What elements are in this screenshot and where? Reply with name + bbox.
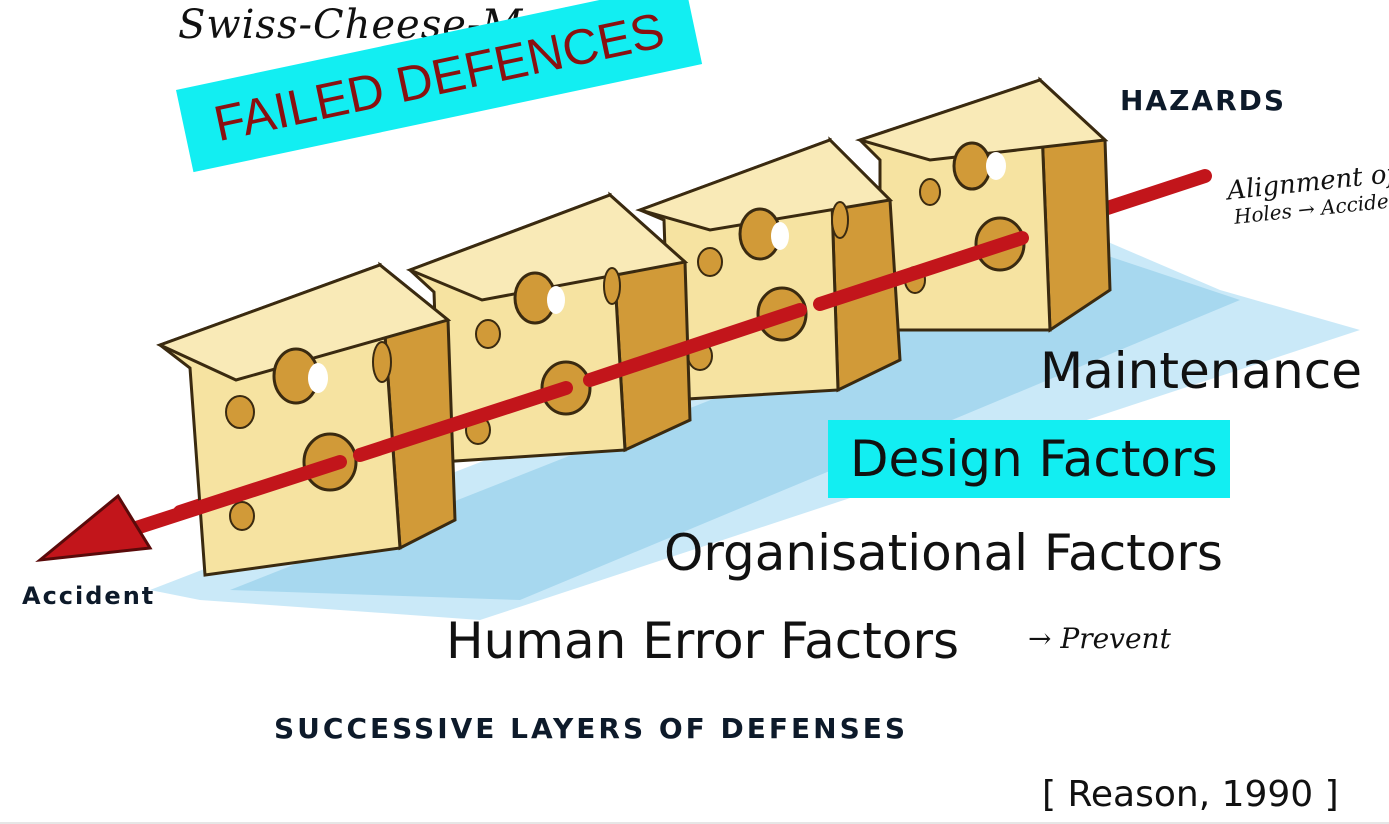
accident-arrowhead bbox=[35, 493, 153, 563]
factor-design: Design Factors bbox=[828, 420, 1230, 498]
cheese-slice-4 bbox=[854, 76, 1112, 333]
cheese-slice-2 bbox=[405, 191, 692, 464]
factor-organisational: Organisational Factors bbox=[664, 524, 1223, 582]
factor-maintenance: Maintenance bbox=[1040, 342, 1362, 400]
accident-label: Accident bbox=[22, 582, 156, 610]
hazard-trajectory-front-4 bbox=[123, 455, 347, 537]
bottom-divider bbox=[0, 822, 1389, 824]
hazards-label: HAZARDS bbox=[1120, 84, 1287, 117]
factor-human-error: Human Error Factors bbox=[446, 612, 960, 670]
hazard-trajectory-front-2 bbox=[583, 303, 807, 387]
successive-layers-caption: SUCCESSIVE LAYERS OF DEFENSES bbox=[274, 712, 909, 745]
cheese-slice-3 bbox=[635, 136, 902, 402]
cheese-slice-1 bbox=[156, 261, 457, 577]
ground-shadow-inner bbox=[230, 250, 1240, 600]
hazard-trajectory-front-1 bbox=[813, 231, 1029, 311]
hazard-trajectory-front-3 bbox=[353, 381, 573, 462]
prevent-annotation: → Prevent bbox=[1028, 622, 1171, 655]
citation: [ Reason, 1990 ] bbox=[1042, 774, 1339, 815]
